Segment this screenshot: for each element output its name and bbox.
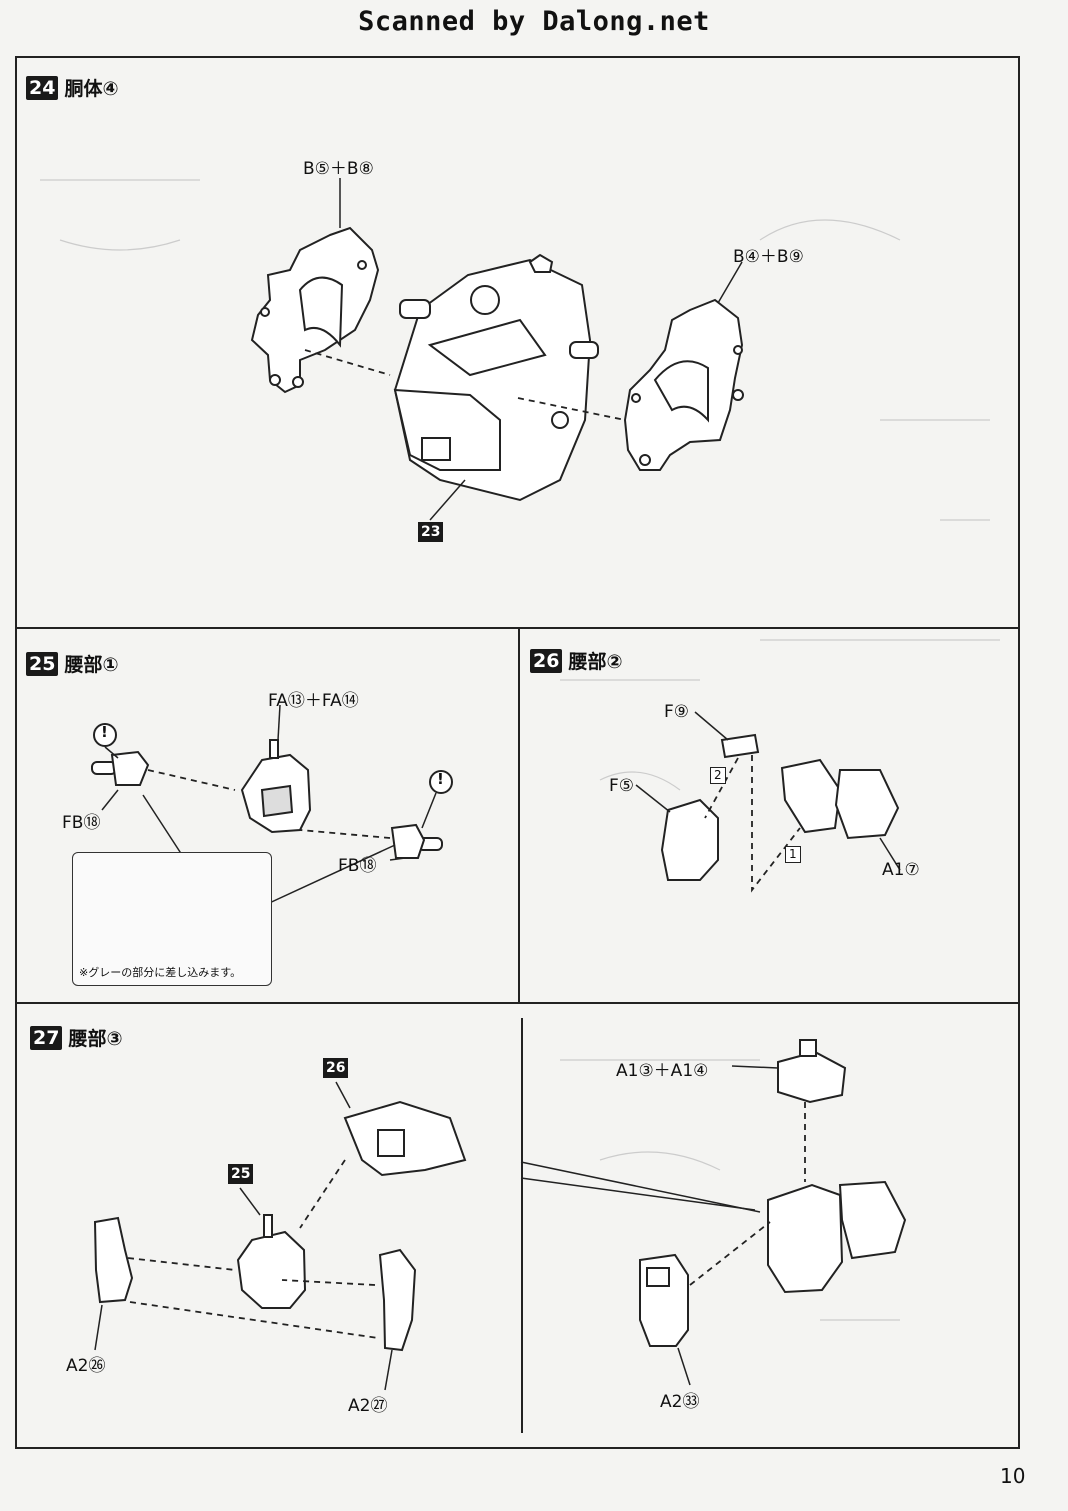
step26-order-2: 2 xyxy=(710,767,726,784)
step25-right-pin xyxy=(390,823,443,859)
warning-mark-right: ! xyxy=(437,770,444,788)
step24-right-frame-part xyxy=(623,298,744,471)
step27-number: 27 xyxy=(30,1025,63,1050)
step27-a226-label: A2㉖ xyxy=(66,1356,106,1376)
step26-a17-part xyxy=(780,758,900,840)
step25-note-text: ※グレーの部分に差し込みます。 xyxy=(79,966,242,979)
step26-f5-part xyxy=(660,798,719,881)
step26-name: 腰部② xyxy=(568,651,623,673)
step27-assembled-waist xyxy=(767,1180,907,1294)
ghost-bleed-lines xyxy=(40,179,1000,1321)
step25-right-part-label: FB⑱ xyxy=(338,856,377,876)
step26-f5-label: F⑤ xyxy=(609,776,635,796)
step26-order-1: 1 xyxy=(785,846,801,863)
warning-mark-left: ! xyxy=(101,723,108,741)
step27-a233-label: A2㉝ xyxy=(660,1392,700,1412)
divider-vertical-27 xyxy=(521,1018,523,1433)
step25-left-pin xyxy=(91,750,150,786)
divider-vertical-25-26 xyxy=(518,627,520,1004)
step26-number: 26 xyxy=(530,648,563,673)
step24-base-tag: 23 xyxy=(418,522,444,542)
step27-part-25 xyxy=(236,1214,307,1309)
step25-detail-callout: ※グレーの部分に差し込みます。 xyxy=(72,852,272,986)
warning-icon-right xyxy=(429,770,453,794)
warning-icon-left xyxy=(93,723,117,747)
step27-title: 27 腰部③ xyxy=(30,1024,123,1051)
step25-name: 腰部① xyxy=(64,654,119,676)
step26-f9-label: F⑨ xyxy=(664,702,690,722)
scanner-watermark: Scanned by Dalong.net xyxy=(358,6,710,37)
step24-number: 24 xyxy=(26,75,59,100)
step24-arrow-left xyxy=(304,349,391,376)
step25-center-part xyxy=(240,739,312,834)
step27-tag-25: 25 xyxy=(228,1164,254,1184)
step24-left-parts-label: B⑤＋B⑧ xyxy=(303,159,374,179)
step27-part-a227 xyxy=(378,1248,417,1352)
divider-step24 xyxy=(15,627,1020,629)
step24-left-frame-part xyxy=(250,226,380,394)
step27-part-a233 xyxy=(639,1253,689,1347)
step24-name: 胴体④ xyxy=(64,78,119,100)
page-number: 10 xyxy=(1000,1464,1026,1488)
step26-a17-label: A1⑦ xyxy=(882,860,920,880)
step25-top-parts-label: FA⑬＋FA⑭ xyxy=(268,691,359,711)
step24-arrow-right xyxy=(517,397,626,421)
step27-name: 腰部③ xyxy=(68,1028,123,1050)
step25-left-part-label: FB⑱ xyxy=(62,813,101,833)
divider-step25-26 xyxy=(15,1002,1020,1004)
step27-tag-26: 26 xyxy=(323,1058,349,1078)
step24-torso-block xyxy=(393,253,599,502)
step27-part-26 xyxy=(343,1100,467,1177)
step25-title: 25 腰部① xyxy=(26,650,119,677)
step25-number: 25 xyxy=(26,651,59,676)
step26-title: 26 腰部② xyxy=(530,647,623,674)
step26-f9-part xyxy=(720,733,760,759)
step27-part-a226 xyxy=(93,1216,134,1304)
instruction-frame xyxy=(15,56,1020,1449)
step27-part-a13-a14 xyxy=(777,1039,847,1104)
step24-title: 24 胴体④ xyxy=(26,74,119,101)
step27-top-parts-label: A1③＋A1④ xyxy=(616,1061,709,1081)
step24-right-parts-label: B④＋B⑨ xyxy=(733,247,804,267)
step27-a227-label: A2㉗ xyxy=(348,1396,388,1416)
